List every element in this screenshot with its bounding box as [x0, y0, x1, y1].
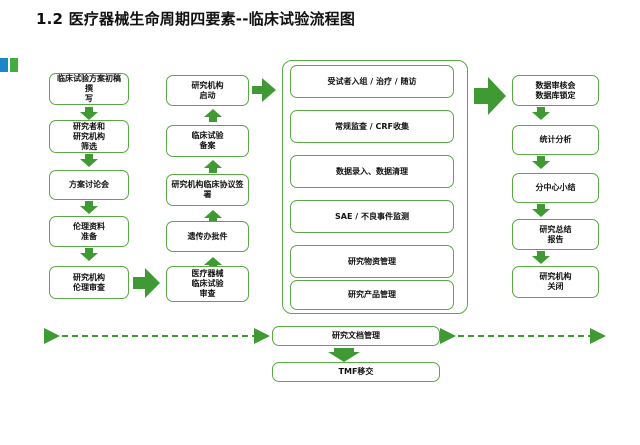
step-sae-monitoring: SAE / 不良事件监测: [290, 200, 454, 233]
step-genetic-approval: 遗传办批件: [166, 221, 249, 252]
step-site-initiation: 研究机构 启动: [166, 75, 249, 106]
step-center-summary: 分中心小结: [512, 173, 599, 203]
step-db-lock: 数据审核会 数据库锁定: [512, 75, 599, 106]
step-protocol-meeting: 方案讨论会: [49, 170, 129, 200]
page-title: 1.2 医疗器械生命周期四要素--临床试验流程图: [36, 10, 356, 28]
step-agreement-signing: 研究机构临床协议签 署: [166, 174, 249, 206]
step-monitoring: 常规监查 / CRF收集: [290, 110, 454, 143]
step-ethics-prep: 伦理资料 准备: [49, 216, 129, 247]
step-protocol-draft: 临床试验方案初稿撰 写: [49, 73, 129, 105]
step-device-trial-review: 医疗器械 临床试验 审查: [166, 266, 249, 302]
step-product-management: 研究产品管理: [290, 280, 454, 310]
step-final-report: 研究总结 报告: [512, 219, 599, 250]
step-supplies-management: 研究物资管理: [290, 245, 454, 278]
step-enrollment: 受试者入组 / 治疗 / 随访: [290, 65, 454, 98]
logo-mark: [0, 58, 18, 72]
step-trial-filing: 临床试验 备案: [166, 125, 249, 157]
step-site-selection: 研究者和 研究机构 筛选: [49, 120, 129, 153]
step-ethics-review: 研究机构 伦理审查: [49, 266, 129, 299]
tmf-transfer-box: TMF移交: [272, 362, 440, 382]
doc-management-box: 研究文档管理: [272, 326, 440, 346]
step-data-entry: 数据录入、数据清理: [290, 155, 454, 188]
step-site-closure: 研究机构 关闭: [512, 266, 599, 298]
step-statistics: 统计分析: [512, 125, 599, 155]
